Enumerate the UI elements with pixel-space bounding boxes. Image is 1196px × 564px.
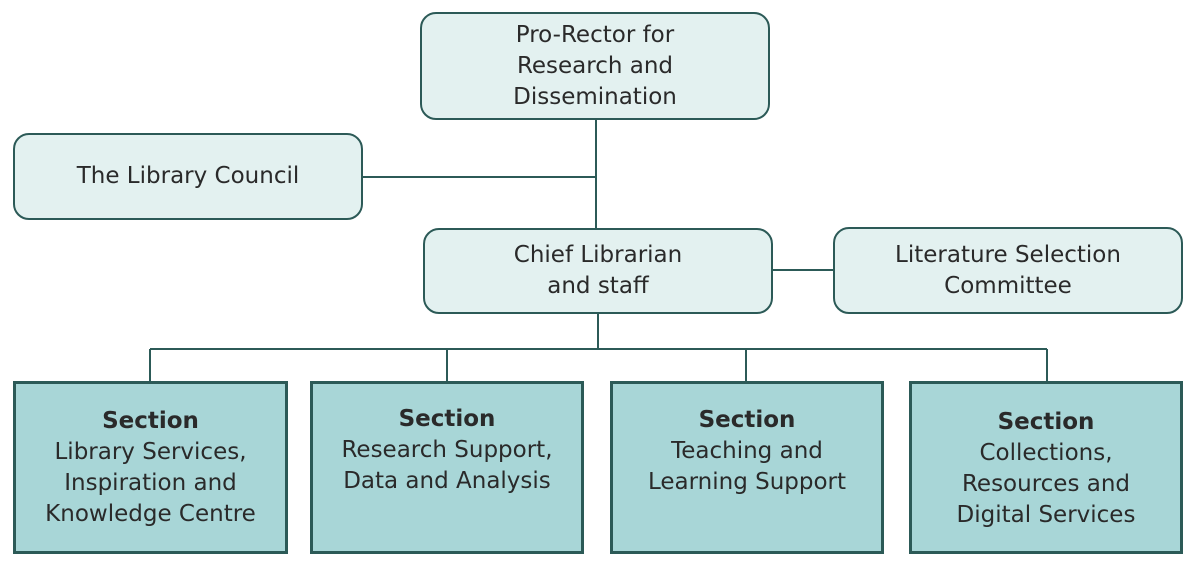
pro-rector-node: Pro-Rector for Research and Disseminatio… <box>420 12 770 120</box>
chief-librarian-node: Chief Librarian and staff <box>423 228 773 314</box>
section-name: Teaching and Learning Support <box>647 438 847 495</box>
section-collections-node: Section Collections, Resources and Digit… <box>909 381 1183 554</box>
section-library-services-node: Section Library Services, Inspiration an… <box>13 381 288 554</box>
pro-rector-label: Pro-Rector for Research and Disseminatio… <box>513 21 677 110</box>
section-teaching-learning-node: Section Teaching and Learning Support <box>610 381 884 554</box>
section-title: Section <box>398 406 496 432</box>
section-title: Section <box>997 409 1095 435</box>
section-title: Section <box>698 407 796 433</box>
section-name: Research Support, Data and Analysis <box>341 437 553 494</box>
section-title: Section <box>102 408 199 434</box>
section-research-support-node: Section Research Support, Data and Analy… <box>310 381 584 554</box>
chief-librarian-label: Chief Librarian and staff <box>513 242 683 299</box>
literature-selection-committee-node: Literature Selection Committee <box>833 227 1183 314</box>
literature-selection-committee-label: Literature Selection Committee <box>895 241 1121 299</box>
section-name: Library Services, Inspiration and Knowle… <box>45 439 256 527</box>
library-council-node: The Library Council <box>13 133 363 220</box>
library-council-label: The Library Council <box>76 163 300 189</box>
section-name: Collections, Resources and Digital Servi… <box>956 440 1136 528</box>
